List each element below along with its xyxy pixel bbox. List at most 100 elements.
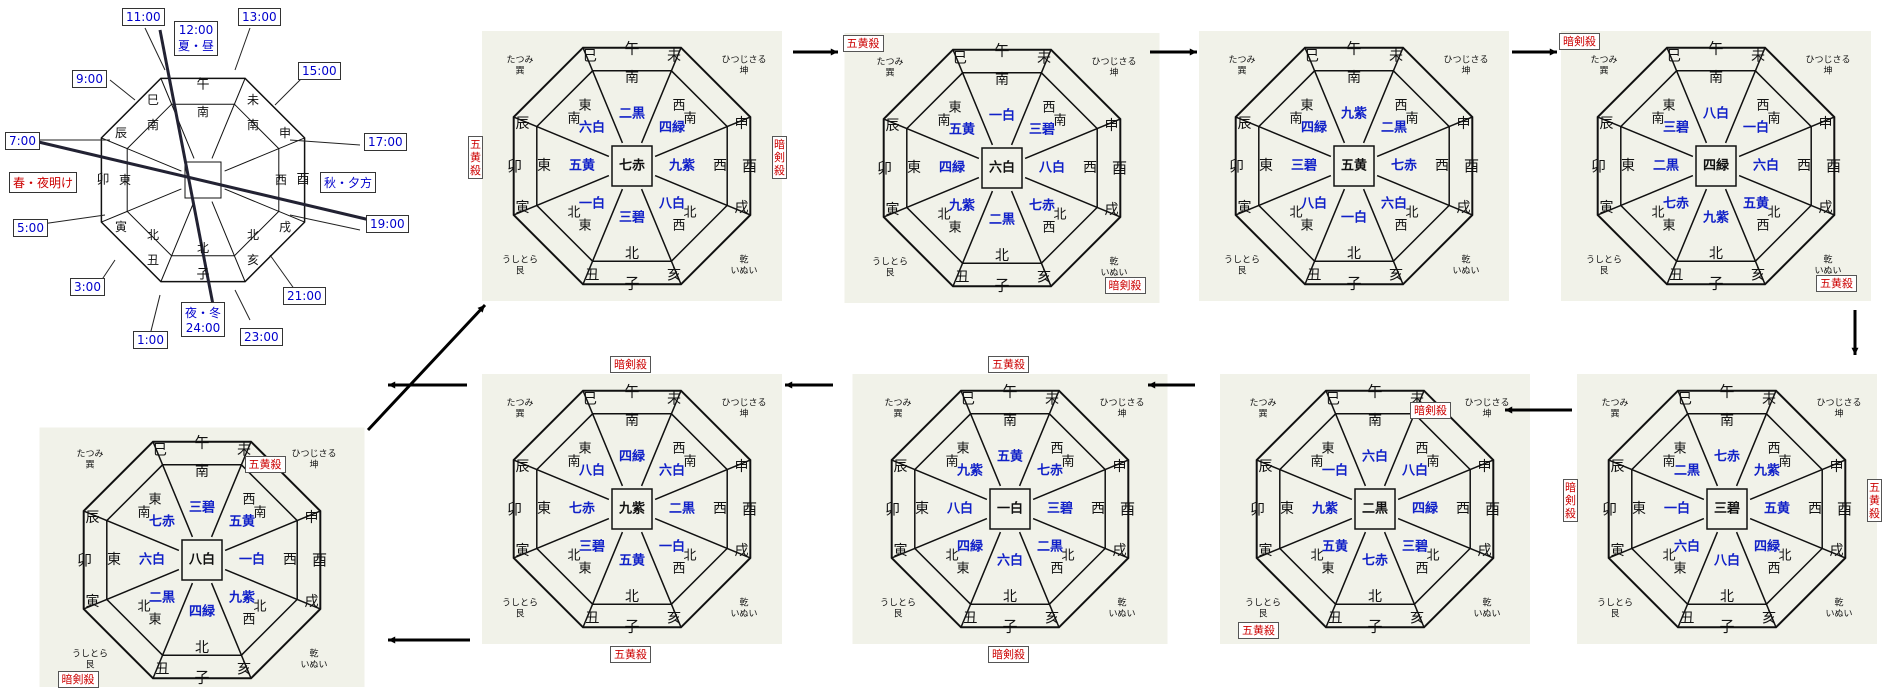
sector-line — [1362, 188, 1395, 262]
outer-octagon — [1255, 389, 1495, 629]
inner-direction-s: 南 — [195, 464, 209, 480]
corner-divider — [670, 603, 682, 628]
corner-divider — [582, 47, 594, 72]
star-se: 七赤 — [149, 514, 175, 530]
outer-branch-sse: 巳 — [953, 50, 967, 66]
corner-divider — [670, 390, 682, 415]
sector-line — [1313, 70, 1346, 144]
sector-line — [1018, 413, 1051, 487]
corner-divider — [1096, 118, 1121, 130]
inner-direction-nw-b: 西 — [1767, 562, 1780, 577]
inner-direction-w: 西 — [1091, 501, 1105, 517]
ref-zodiac-wsw: 申 — [279, 126, 291, 140]
outer-branch-n: 子 — [624, 618, 639, 636]
inner-direction-sw-b: 西 — [672, 99, 685, 114]
outer-branch-nnw: 亥 — [1762, 611, 1776, 627]
corner-divider — [1666, 260, 1678, 285]
inner-direction-ne-b: 東 — [1300, 218, 1313, 234]
outer-branch-nne: 丑 — [955, 270, 969, 286]
center-star: 九紫 — [618, 501, 645, 517]
corner-divider — [296, 598, 321, 610]
line-text: 巽 — [515, 409, 524, 420]
inner-direction-nw-b: 西 — [1394, 219, 1407, 234]
ref-zodiac-wnw: 戌 — [279, 220, 291, 234]
inner-direction-e: 東 — [1259, 158, 1273, 174]
sector-line — [1383, 531, 1416, 605]
inner-direction-se-b: 東 — [1673, 441, 1686, 457]
outer-branch-e: 卯 — [1250, 500, 1265, 518]
inner-direction-se-b: 東 — [148, 492, 161, 508]
corner-divider — [891, 459, 916, 471]
corner-divider — [726, 547, 751, 559]
corner-divider — [1765, 390, 1777, 415]
time-label: 11:00 — [122, 8, 165, 26]
star-s: 一白 — [989, 108, 1015, 124]
time-label: 15:00 — [298, 62, 341, 80]
time-pointer-line — [234, 27, 251, 71]
corner-divider — [1104, 459, 1129, 471]
inner-direction-ne-a: 北 — [1651, 206, 1664, 221]
inner-direction-ne-a: 北 — [567, 206, 580, 221]
sector-line — [1313, 188, 1346, 262]
corner-divider — [513, 459, 538, 471]
outer-branch-sse: 巳 — [583, 48, 597, 64]
time-pointer-line — [289, 139, 361, 146]
corner-divider — [952, 49, 964, 74]
corner-divider — [1597, 116, 1622, 128]
outer-branch-ene: 寅 — [1237, 199, 1251, 216]
star-chart-5: 子北午南卯東酉西丑寅辰巳未申戌亥北東北西南東南西たつみ巽ひつじさる坤うしとら艮乾… — [1577, 374, 1877, 644]
line-text: 艮 — [893, 609, 902, 620]
star-s: 三碧 — [189, 500, 215, 516]
outer-branch-sse: 巳 — [1678, 391, 1692, 407]
time-label: 3:00 — [70, 278, 105, 296]
season-winter-label: 夜・冬 24:00 — [181, 302, 226, 337]
kill-tag: 五黄殺 — [244, 455, 286, 473]
outer-branch-s: 午 — [1346, 40, 1361, 58]
line-text: いぬい — [1108, 609, 1135, 620]
corner-divider — [296, 510, 321, 522]
flying-star-charts: 子北午南卯東酉西丑寅辰巳未申戌亥北東北西南東南西たつみ巽ひつじさる坤うしとら艮乾… — [39, 31, 1877, 687]
star-e: 一白 — [1664, 501, 1690, 517]
line-text: 艮 — [1610, 609, 1619, 620]
star-e: 六白 — [139, 552, 165, 568]
outer-branch-wnw: 戌 — [735, 200, 749, 216]
star-n: 三碧 — [619, 210, 645, 226]
outer-branch-nne: 丑 — [1680, 611, 1694, 627]
outer-branch-w: 酉 — [742, 500, 757, 518]
outer-branch-nnw: 亥 — [1410, 611, 1424, 627]
outer-branch-wnw: 戌 — [735, 543, 749, 559]
reference-spoke — [211, 78, 246, 159]
inner-direction-se-b: 東 — [1662, 98, 1675, 114]
star-nw: 三碧 — [1402, 539, 1428, 555]
star-chart-9: 子北午南卯東酉西丑寅辰巳未申戌亥北東北西南東南西たつみ巽ひつじさる坤うしとら艮乾… — [39, 427, 365, 687]
sector-line — [1724, 70, 1757, 144]
sector-line — [1620, 174, 1694, 207]
star-nw: 一白 — [659, 539, 685, 555]
line-text: たつみ — [884, 398, 911, 409]
line-text: 乾 — [1117, 597, 1126, 609]
inner-direction-sw-a: 南 — [253, 505, 266, 521]
sector-line — [654, 174, 728, 207]
sector-line — [1258, 174, 1332, 207]
line-text: 坤 — [1482, 408, 1491, 420]
sector-line — [969, 531, 1002, 605]
sector-line — [654, 125, 728, 158]
corner-divider — [1677, 390, 1689, 415]
inner-direction-nw-a: 北 — [683, 549, 696, 564]
inner-direction-se-a: 南 — [945, 454, 958, 470]
line-text: うしとら — [1224, 255, 1260, 266]
outer-branch-nnw: 亥 — [1045, 611, 1059, 627]
reference-spoke — [160, 201, 195, 282]
star-ne: 二黒 — [149, 590, 175, 606]
corner-divider — [726, 204, 751, 216]
outer-branch-nne: 丑 — [1328, 611, 1342, 627]
kill-tag: 五黄殺 — [1238, 622, 1279, 639]
star-w: 八白 — [1038, 160, 1065, 176]
inner-direction-se-a: 南 — [1651, 111, 1664, 127]
reference-equinox-line — [29, 138, 371, 222]
outer-branch-nnw: 亥 — [237, 662, 251, 678]
